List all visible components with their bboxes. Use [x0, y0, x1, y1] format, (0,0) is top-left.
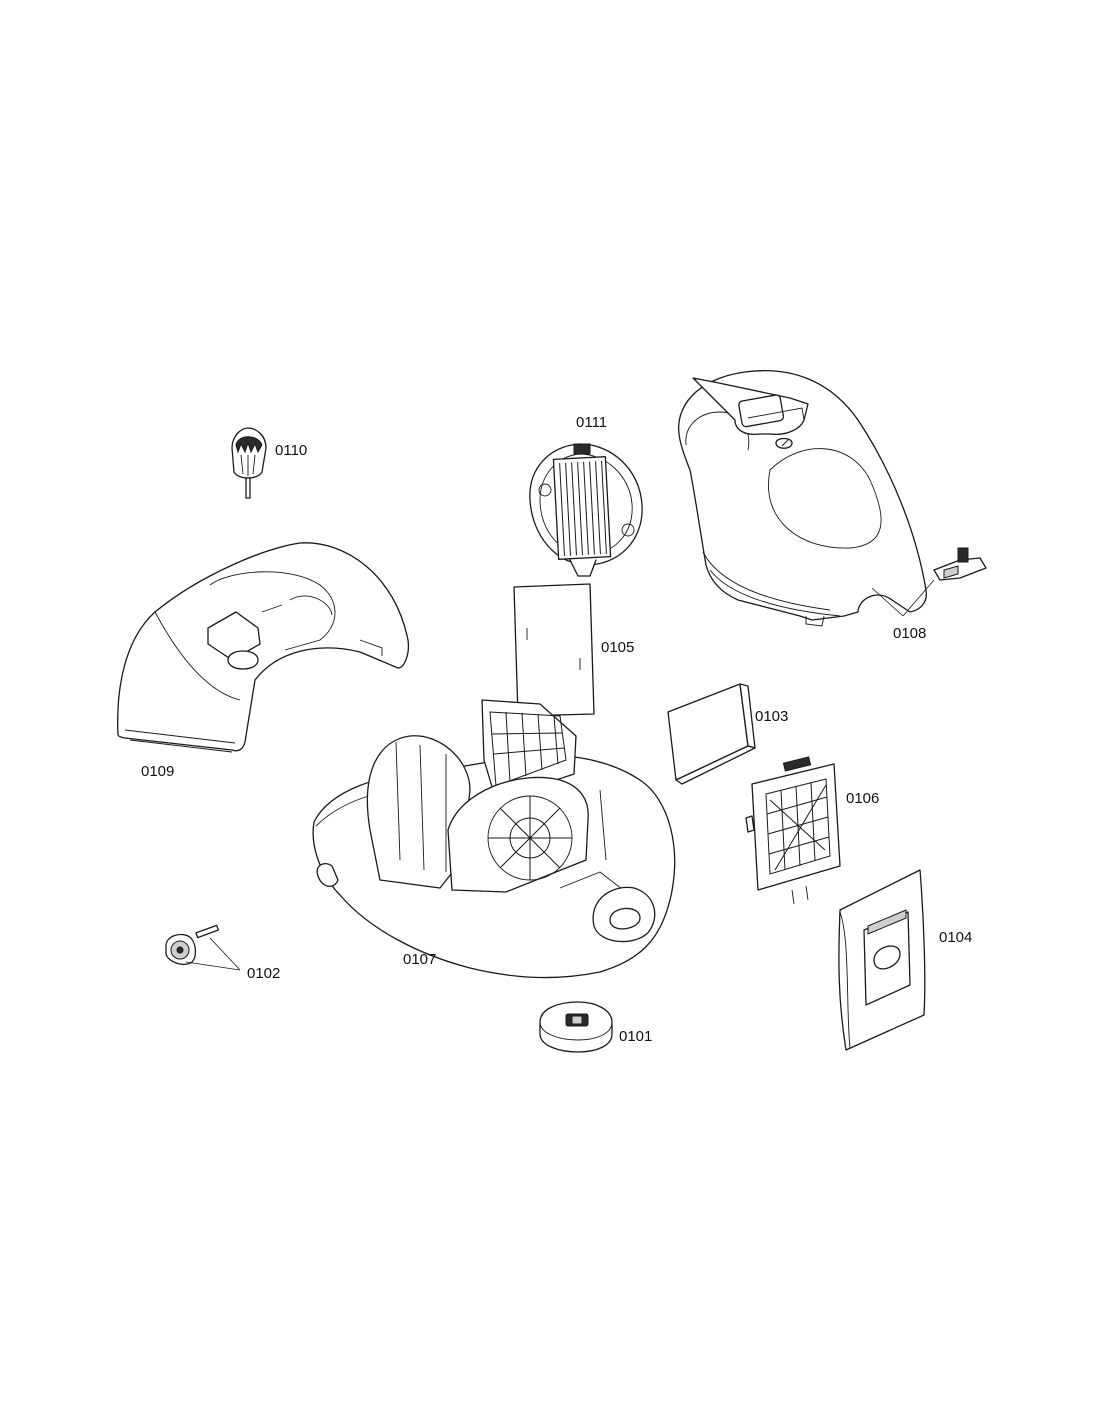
part-0101-round-cap-drawing[interactable] [539, 1001, 613, 1053]
label-0101: 0101 [619, 1028, 652, 1045]
part-0103-filter-block-drawing[interactable] [667, 683, 756, 785]
label-0103: 0103 [755, 708, 788, 725]
part-0109-top-cover-drawing[interactable] [117, 542, 410, 753]
part-0106-grid-frame-drawing[interactable] [745, 756, 841, 905]
part-0111-filter-grille-drawing[interactable] [529, 443, 643, 577]
label-0109: 0109 [141, 763, 174, 780]
part-0105-filter-pad-drawing[interactable] [513, 583, 595, 717]
label-0107: 0107 [403, 951, 436, 968]
part-0108-upper-housing-drawing[interactable] [678, 370, 987, 627]
label-0104: 0104 [939, 929, 972, 946]
label-0102: 0102 [247, 965, 280, 982]
label-0111: 0111 [576, 414, 607, 431]
part-0104-dust-bag-drawing[interactable] [838, 869, 926, 1051]
part-0107-main-body-drawing[interactable] [312, 699, 676, 979]
label-0105: 0105 [601, 639, 634, 656]
label-0110: 0110 [275, 442, 307, 459]
part-0102-wheel-drawing[interactable] [165, 924, 241, 971]
label-0106: 0106 [846, 790, 879, 807]
part-0110-knob-drawing[interactable] [231, 427, 267, 499]
label-0108: 0108 [893, 625, 926, 642]
